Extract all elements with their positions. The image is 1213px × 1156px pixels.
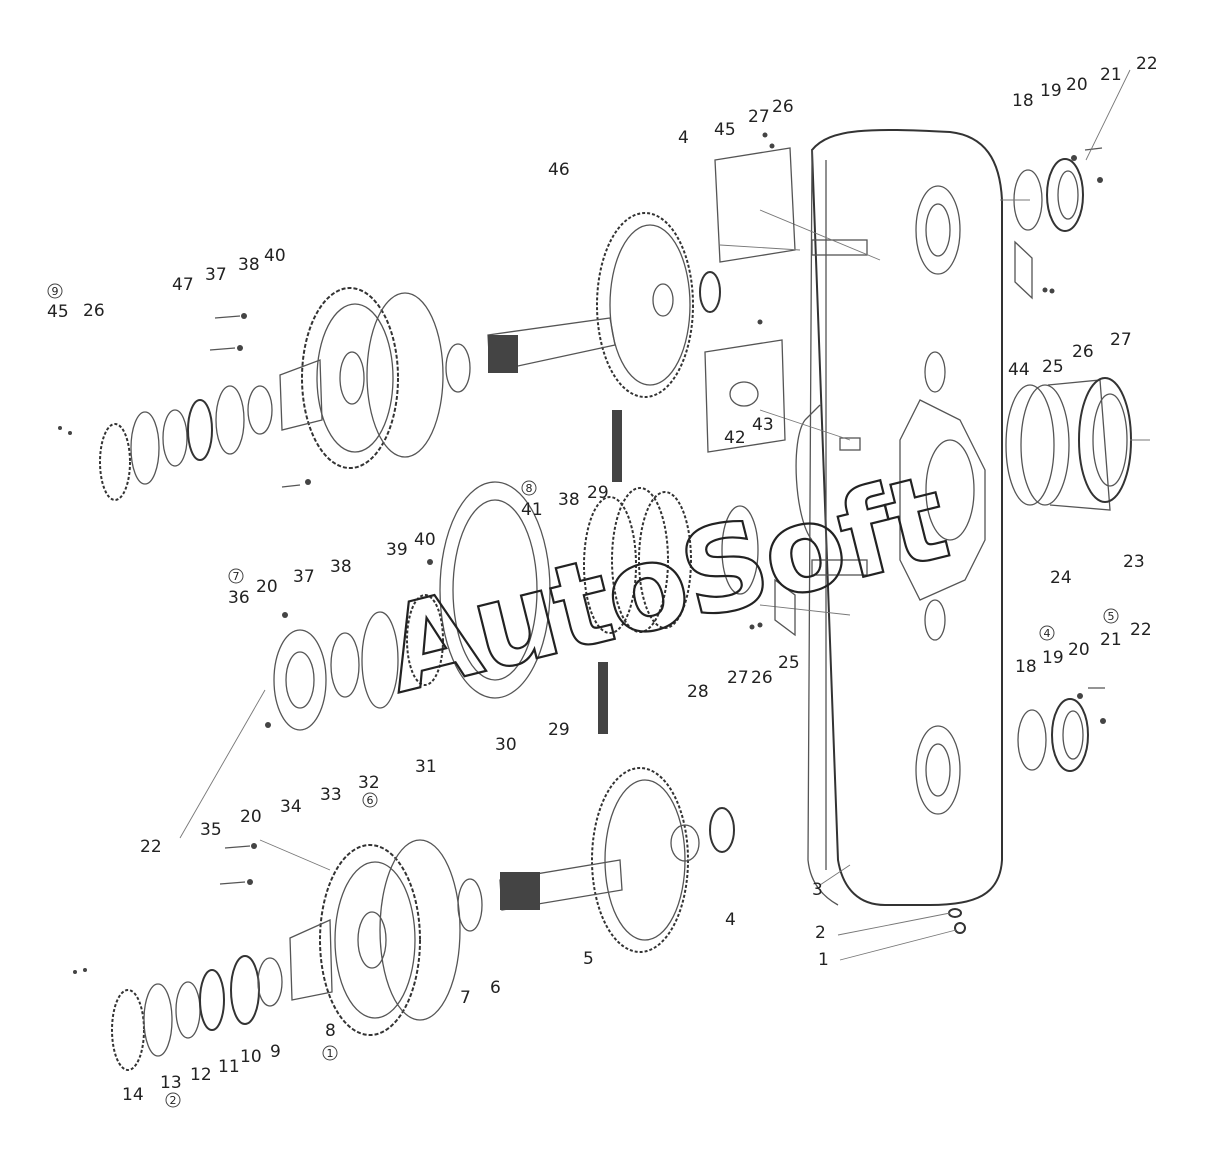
part-label: 26	[1072, 342, 1094, 362]
gearbox-housing	[759, 128, 1003, 906]
part-label: 33	[320, 785, 342, 805]
part-label: 7	[460, 988, 471, 1008]
middle-gear-pack	[265, 410, 759, 734]
part-label: 22	[1130, 620, 1152, 640]
upper-gear-shaft	[445, 212, 721, 398]
group-marker: 1	[327, 1047, 334, 1060]
part-label: 38	[330, 557, 352, 577]
group-marker: 8	[526, 482, 533, 495]
part-label: 6	[490, 978, 501, 998]
part-label: 38	[238, 255, 260, 275]
part-label: 22	[1136, 54, 1158, 74]
watermark: AutoSoft	[372, 448, 959, 720]
lower-right-bearing-cover	[1017, 687, 1106, 772]
lower-flange-hub	[219, 839, 461, 1036]
group-marker: 4	[1044, 627, 1051, 640]
part-label: 29	[548, 720, 570, 740]
part-label: 43	[752, 415, 774, 435]
part-label: 34	[280, 797, 302, 817]
part-label: 1	[818, 950, 829, 970]
group-marker: 2	[170, 1094, 177, 1107]
part-label: 36	[228, 588, 250, 608]
upper-left-ring-stack	[58, 385, 273, 501]
part-label: 8	[325, 1021, 336, 1041]
part-label: 37	[293, 567, 315, 587]
part-label: 25	[1042, 357, 1064, 377]
middle-cover-plate	[704, 319, 786, 453]
part-label: 44	[1008, 360, 1030, 380]
part-label: 29	[587, 483, 609, 503]
part-label: 11	[218, 1057, 240, 1077]
group-marker: 6	[367, 794, 374, 807]
part-label: 27	[748, 107, 770, 127]
leader-lines	[179, 244, 851, 886]
part-label: 41	[521, 500, 543, 520]
part-label: 20	[256, 577, 278, 597]
part-label: 35	[200, 820, 222, 840]
part-label: 13	[160, 1073, 182, 1093]
group-marker: 9	[52, 285, 59, 298]
part-label: 40	[414, 530, 436, 550]
part-label: 45	[47, 302, 69, 322]
part-label: 22	[140, 837, 162, 857]
part-label: 20	[240, 807, 262, 827]
part-label: 26	[751, 668, 773, 688]
part-label: 19	[1040, 81, 1062, 101]
part-label: 4	[725, 910, 736, 930]
part-label: 45	[714, 120, 736, 140]
part-label: 38	[558, 490, 580, 510]
small-cover-plates-25	[749, 240, 1055, 637]
part-label: 23	[1123, 552, 1145, 572]
part-label: 19	[1042, 648, 1064, 668]
part-label: 25	[778, 653, 800, 673]
part-label: 40	[264, 246, 286, 266]
lower-left-ring-stack	[73, 955, 283, 1071]
part-label: 9	[270, 1042, 281, 1062]
part-label: 21	[1100, 630, 1122, 650]
upper-right-bearing-cover	[1000, 69, 1131, 232]
part-label: 3	[812, 880, 823, 900]
part-label: 21	[1100, 65, 1122, 85]
part-label: 2	[815, 923, 826, 943]
part-label: 42	[724, 428, 746, 448]
part-label: 5	[583, 949, 594, 969]
part-label: 31	[415, 757, 437, 777]
part-label: 26	[772, 97, 794, 117]
part-label: 10	[240, 1047, 262, 1067]
ring-bearing-assembly	[1005, 377, 1150, 511]
part-label: 14	[122, 1085, 144, 1105]
drain-plug	[837, 908, 966, 961]
part-label: 12	[190, 1065, 212, 1085]
part-label: 18	[1015, 657, 1037, 677]
part-label: 39	[386, 540, 408, 560]
part-label: 47	[172, 275, 194, 295]
part-label: 32	[358, 773, 380, 793]
part-label: 30	[495, 735, 517, 755]
part-labels: 1 2 3 4 4 5 6 7 8 9 10 11 12 13 14 18 18…	[47, 54, 1158, 1105]
group-marker: 5	[1108, 610, 1115, 623]
part-label: 4	[678, 128, 689, 148]
part-label: 26	[83, 301, 105, 321]
upper-flange-hub	[209, 287, 444, 488]
top-cover-plate	[714, 132, 796, 263]
part-label: 46	[548, 160, 570, 180]
lower-gear-shaft	[457, 767, 735, 953]
part-label: 27	[1110, 330, 1132, 350]
part-label: 24	[1050, 568, 1072, 588]
part-label: 28	[687, 682, 709, 702]
group-marker: 7	[233, 570, 240, 583]
part-label: 37	[205, 265, 227, 285]
part-label: 27	[727, 668, 749, 688]
part-label: 20	[1068, 640, 1090, 660]
group-markers: 1 2 4 5 6 7 8 9	[47, 283, 1119, 1108]
part-label: 18	[1012, 91, 1034, 111]
part-label: 20	[1066, 75, 1088, 95]
